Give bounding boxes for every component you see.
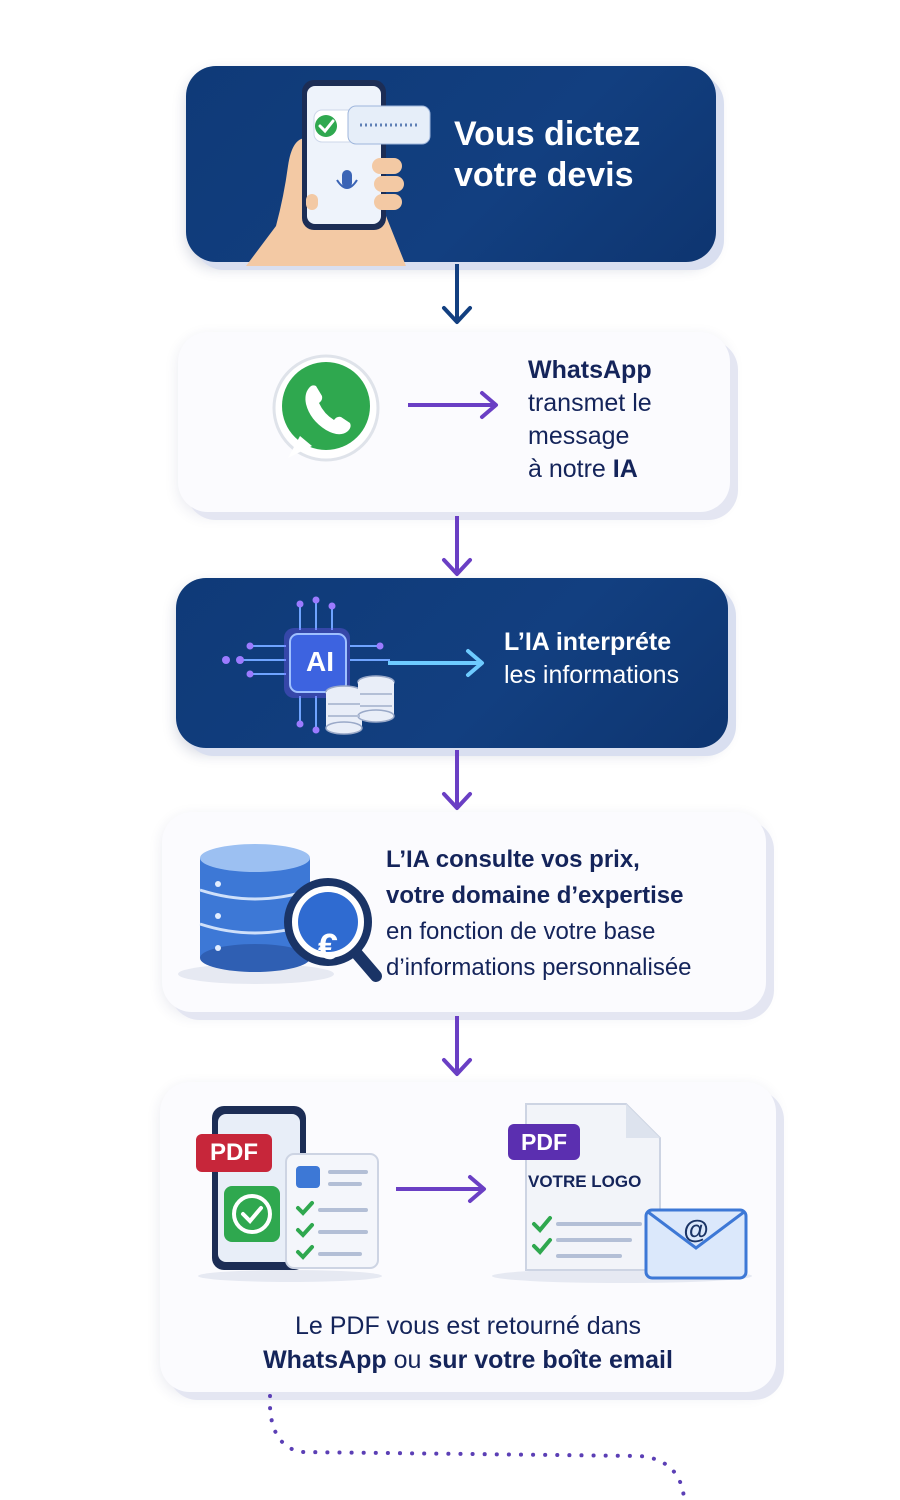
pdf-badge-left: PDF: [196, 1134, 272, 1172]
right-arrow-3: [388, 649, 484, 677]
at-symbol: @: [683, 1214, 709, 1244]
step2-text: WhatsApp transmet le message à notre IA: [528, 354, 652, 486]
step2-line4-prefix: à notre: [528, 455, 613, 483]
step4-line2: votre domaine d’expertise: [386, 882, 684, 909]
step2-line1: WhatsApp: [528, 356, 652, 384]
step5-card: PDF PDF VOTRE LOGO @ Le PDF vous est ret…: [160, 1082, 776, 1392]
step5-caption-line1: Le PDF vous est retourné dans: [294, 1312, 642, 1340]
right-arrow-5: [396, 1175, 486, 1203]
step1-line2: votre devis: [454, 156, 634, 195]
step2-line4-bold: IA: [612, 455, 638, 483]
down-arrow-4: [442, 1016, 472, 1076]
step4-line3: en fonction de votre base: [386, 918, 656, 945]
step2-line4: à notre IA: [528, 453, 652, 486]
step1-title: Vous dictez votre devis: [454, 114, 640, 197]
step3-text: L’IA interpréte les informations: [504, 626, 679, 691]
step4-line1: L’IA consulte vos prix,: [386, 846, 640, 873]
euro-symbol: €: [317, 926, 339, 967]
down-arrow-2: [442, 516, 472, 576]
caption-or: ou: [386, 1345, 429, 1374]
database-search-icon: €: [176, 838, 386, 988]
caption-email-box: sur votre boîte email: [428, 1345, 673, 1374]
your-logo-label: VOTRE LOGO: [528, 1172, 642, 1191]
step2-line3: message: [528, 422, 630, 450]
step1-card: Vous dictez votre devis: [186, 66, 716, 266]
step4-card: € L’IA consulte vos prix, votre domaine …: [162, 812, 766, 1012]
step4-text: L’IA consulte vos prix, votre domaine d’…: [386, 842, 692, 986]
step2-card: WhatsApp transmet le message à notre IA: [178, 332, 730, 512]
ai-chip-icon: AI: [220, 596, 410, 736]
phone-hand-illustration: [236, 76, 436, 266]
phone-pdf-illustration: PDF: [190, 1104, 390, 1284]
ai-chip-label: AI: [306, 646, 334, 677]
step3-line1: L’IA interpréte: [504, 628, 672, 656]
whatsapp-icon: [266, 350, 386, 470]
pdf-email-illustration: PDF VOTRE LOGO @: [490, 1100, 762, 1286]
step2-line2: transmet le: [528, 389, 652, 417]
caption-whatsapp: WhatsApp: [263, 1345, 387, 1374]
step4-line4: d’informations personnalisée: [386, 954, 692, 981]
down-arrow-1: [442, 264, 472, 324]
dotted-connector: [267, 1394, 686, 1500]
pdf-badge-right: PDF: [508, 1124, 580, 1160]
step5-caption-line2: WhatsApp ou sur votre boîte email: [160, 1344, 776, 1378]
right-arrow-2: [408, 391, 498, 419]
step5-caption: Le PDF vous est retourné dans WhatsApp o…: [160, 1310, 776, 1378]
step1-line1: Vous dictez: [454, 115, 641, 153]
down-arrow-3: [442, 750, 472, 810]
step3-card: AI L’IA interpréte les informations: [176, 578, 728, 748]
step3-line2: les informations: [504, 660, 680, 689]
